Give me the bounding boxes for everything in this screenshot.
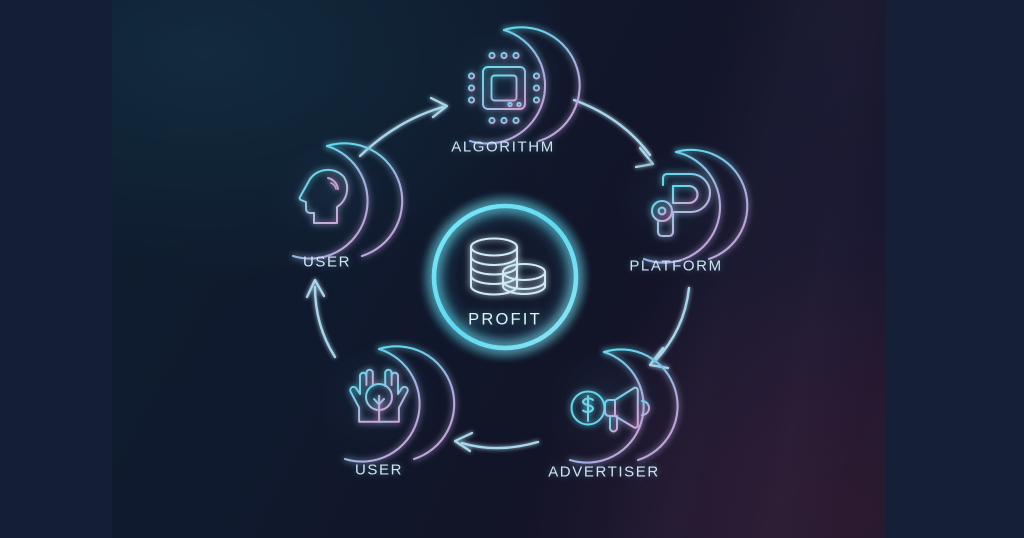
node-user-bottom[interactable]	[322, 345, 456, 463]
arrow-user-left-to-algorithm	[358, 96, 449, 158]
node-label-algorithm: ALGORITHM	[451, 138, 555, 156]
profit-fill	[434, 206, 576, 348]
node-label-user-left: USER	[302, 253, 352, 271]
coins-stack-icon	[469, 237, 547, 296]
node-profit-center[interactable]	[419, 191, 591, 363]
node-platform[interactable]	[620, 148, 749, 264]
node-algorithm-fill	[446, 30, 562, 146]
node-advertiser[interactable]	[548, 348, 679, 464]
node-advertiser-ring	[568, 350, 645, 464]
node-algorithm-ring	[468, 28, 547, 145]
node-label-advertiser: ADVERTISER	[548, 463, 660, 481]
hands-receive-download-icon	[349, 368, 409, 423]
node-advertiser-ring-right	[602, 348, 679, 462]
arrow-layer	[305, 96, 691, 453]
node-user-bottom-ring	[343, 347, 421, 463]
node-label-user-bottom: USER	[354, 461, 404, 479]
cpu-chip-icon	[467, 51, 541, 125]
background-band-left	[0, 0, 112, 538]
arrow-algorithm-to-platform	[572, 98, 655, 169]
node-user-left-ring	[291, 144, 369, 260]
platform-p-icon	[650, 172, 711, 238]
profit-ring	[431, 203, 579, 351]
node-platform-ring	[642, 150, 722, 264]
node-user-bottom-ring-right	[377, 345, 456, 461]
node-user-left-ring-right	[325, 142, 404, 258]
arrow-advertiser-to-user-bottom	[453, 431, 540, 453]
head-brain-profile-icon	[298, 168, 349, 224]
node-platform-fill	[620, 152, 732, 264]
node-user-left[interactable]	[270, 142, 404, 260]
arrow-user-bottom-to-user-left	[305, 278, 337, 359]
background-band-right	[885, 0, 1024, 538]
node-label-profit: PROFIT	[468, 310, 542, 329]
node-user-left-fill	[270, 146, 384, 260]
arrow-platform-to-advertiser	[648, 286, 691, 370]
megaphone-dollar-icon	[570, 386, 650, 433]
profit-glow	[419, 191, 591, 363]
node-algorithm[interactable]	[446, 26, 581, 146]
node-label-platform: PLATFORM	[629, 257, 723, 275]
node-platform-ring-right	[674, 148, 749, 261]
node-algorithm-ring-right	[502, 26, 581, 143]
